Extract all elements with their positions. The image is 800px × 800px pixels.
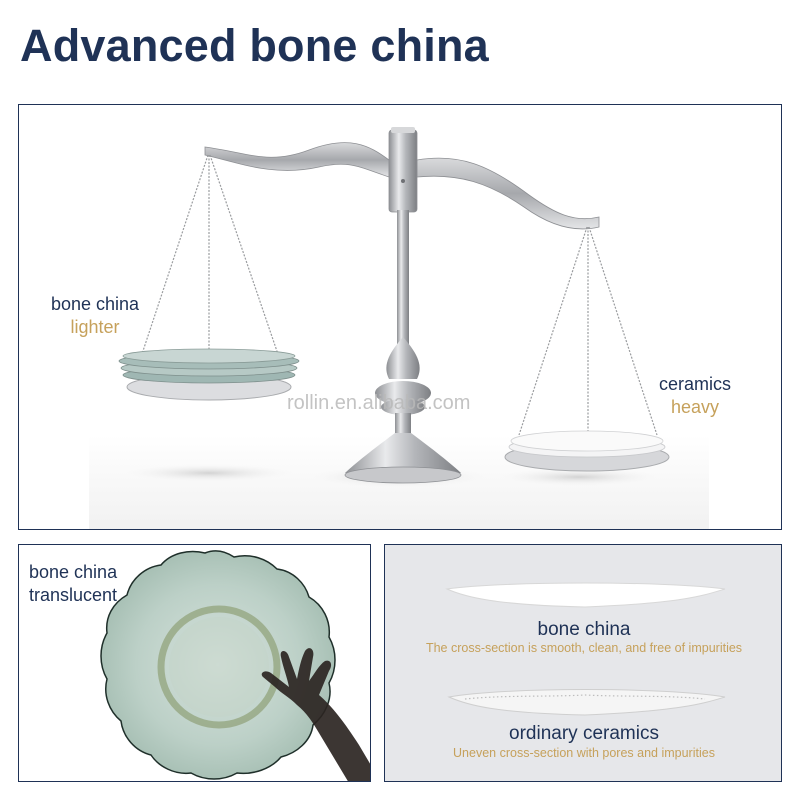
translucent-label-line1: bone china xyxy=(29,562,118,582)
page-title: Advanced bone china xyxy=(20,20,489,71)
translucent-panel: bone china translucent xyxy=(18,544,371,782)
watermark: rollin.en.alibaba.com xyxy=(287,392,471,414)
translucent-plate-illustration xyxy=(100,550,370,781)
bone-china-section-title: bone china xyxy=(537,619,631,640)
heavy-label: heavy xyxy=(670,397,720,417)
balance-scale-illustration xyxy=(89,127,709,529)
cross-section-panel: bone china The cross-section is smooth, … xyxy=(384,544,782,782)
ceramics-section-title: ordinary ceramics xyxy=(509,723,659,744)
translucent-label-line2: translucent xyxy=(29,585,118,605)
scale-comparison-panel: bone china lighter ceramics heavy rollin… xyxy=(18,104,782,530)
cross-section-illustration xyxy=(445,582,726,716)
ceramics-section-desc: Uneven cross-section with pores and impu… xyxy=(453,746,715,760)
bone-china-section-desc: The cross-section is smooth, clean, and … xyxy=(425,641,743,655)
ceramics-label: ceramics xyxy=(658,374,731,394)
lighter-label: lighter xyxy=(70,317,120,337)
bone-china-label: bone china xyxy=(50,294,140,314)
